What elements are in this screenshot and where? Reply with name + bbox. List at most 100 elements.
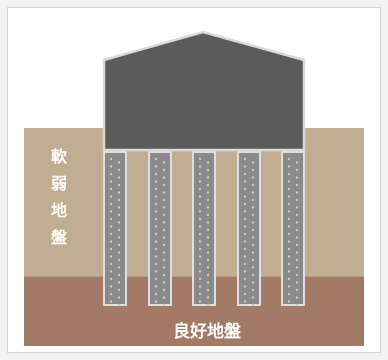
pile-texture-dot — [162, 251, 166, 254]
pile-texture-dot — [295, 303, 299, 307]
pile-texture-dot — [154, 172, 158, 176]
pile-texture-dot — [109, 247, 113, 251]
soft-ground-label: 軟 弱 地 盤 — [51, 147, 68, 247]
pile-texture-dot — [198, 292, 202, 296]
soft-ground-label-char-4: 盤 — [51, 228, 68, 247]
pile-texture-dot — [206, 296, 210, 299]
pile-texture-dot — [206, 176, 210, 179]
pile-texture-dot — [251, 236, 255, 239]
pile-texture-dot — [243, 285, 247, 288]
pile-texture-dot — [109, 195, 113, 198]
pile-texture-dot — [287, 255, 291, 258]
pile-texture-dot — [251, 281, 255, 284]
pile-texture-dot — [251, 303, 255, 307]
pile-texture-dot — [206, 206, 210, 209]
pile-texture-dot — [109, 292, 113, 296]
pile-texture-dot — [295, 191, 299, 194]
pile-texture-dot — [198, 157, 202, 161]
pile-texture-dot — [198, 225, 202, 228]
pile-texture-dot — [243, 240, 247, 243]
pile-texture-dot — [206, 236, 210, 239]
pile-texture-dot — [295, 236, 299, 239]
pile-texture-dot — [206, 288, 210, 292]
pile-texture-dot — [206, 251, 210, 254]
pile-texture-dot — [295, 273, 299, 277]
pile-texture-dot — [287, 217, 291, 221]
pile-texture-dot — [295, 183, 299, 187]
pile-texture-dot — [243, 217, 247, 221]
pile-texture-dot — [162, 303, 166, 307]
pile-texture-dot — [295, 251, 299, 254]
pile — [237, 151, 261, 307]
pile-texture-dot — [154, 270, 158, 273]
pile-texture-dot — [295, 288, 299, 292]
pile-texture-dot — [117, 296, 121, 299]
pile-texture-dot — [198, 172, 202, 176]
pile-texture-dot — [251, 161, 255, 164]
pile — [103, 151, 127, 307]
pile-texture-dot — [206, 266, 210, 269]
pile-texture-dot — [154, 225, 158, 228]
pile-texture-dot — [154, 202, 158, 206]
pile-texture-dot — [162, 296, 166, 299]
pile-texture-dot — [287, 277, 291, 281]
pile-texture-dot — [117, 161, 121, 164]
pile-texture-dot — [243, 225, 247, 228]
pile-texture-dot — [206, 273, 210, 277]
soft-ground-label-char-3: 地 — [51, 201, 67, 220]
pile-body — [281, 151, 305, 306]
pile-body — [103, 151, 127, 306]
pile-texture-dot — [251, 243, 255, 247]
pile-texture-dot — [162, 288, 166, 292]
pile-texture-dot — [243, 180, 247, 183]
pile-texture-dot — [295, 266, 299, 269]
pile-texture-dot — [117, 213, 121, 217]
pile-texture-dot — [117, 183, 121, 187]
pile-texture-dot — [154, 210, 158, 213]
soft-ground-label-char-2: 弱 — [51, 174, 67, 193]
pile-texture-dot — [109, 240, 113, 243]
piles-group — [103, 151, 305, 307]
pile-texture-dot — [287, 262, 291, 266]
pile-texture-dot — [154, 217, 158, 221]
pile-texture-dot — [198, 247, 202, 251]
pile-texture-dot — [109, 165, 113, 168]
pile-texture-dot — [206, 243, 210, 247]
pile-texture-dot — [154, 292, 158, 296]
pile-texture-dot — [154, 247, 158, 251]
pile-texture-dot — [198, 300, 202, 303]
pile-texture-dot — [206, 213, 210, 217]
pile-texture-dot — [243, 165, 247, 168]
pile-texture-dot — [243, 300, 247, 303]
pile-texture-dot — [154, 255, 158, 258]
pile-texture-dot — [117, 168, 121, 172]
pile-texture-dot — [154, 285, 158, 288]
pile-texture-dot — [206, 198, 210, 202]
pile-texture-dot — [206, 168, 210, 172]
pile-texture-dot — [243, 232, 247, 236]
pile-texture-dot — [109, 172, 113, 176]
pile-texture-dot — [251, 296, 255, 299]
pile-texture-dot — [117, 198, 121, 202]
pile-texture-dot — [162, 273, 166, 277]
pile-texture-dot — [295, 176, 299, 179]
pile-texture-dot — [251, 191, 255, 194]
pile-body — [192, 151, 216, 306]
pile-texture-dot — [117, 228, 121, 232]
pile-texture-dot — [109, 202, 113, 206]
pile-texture-dot — [295, 296, 299, 299]
pile-texture-dot — [198, 217, 202, 221]
pile-texture-dot — [251, 228, 255, 232]
pile-texture-dot — [117, 243, 121, 247]
pile-texture-dot — [109, 270, 113, 273]
pile-texture-dot — [287, 292, 291, 296]
pile-texture-dot — [198, 202, 202, 206]
pile-texture-dot — [109, 157, 113, 161]
pile-texture-dot — [109, 187, 113, 191]
pile-texture-dot — [109, 300, 113, 303]
pile-texture-dot — [154, 232, 158, 236]
pile-texture-dot — [243, 172, 247, 176]
pile-texture-dot — [251, 273, 255, 277]
pile-texture-dot — [198, 255, 202, 258]
pile-body — [237, 151, 261, 306]
